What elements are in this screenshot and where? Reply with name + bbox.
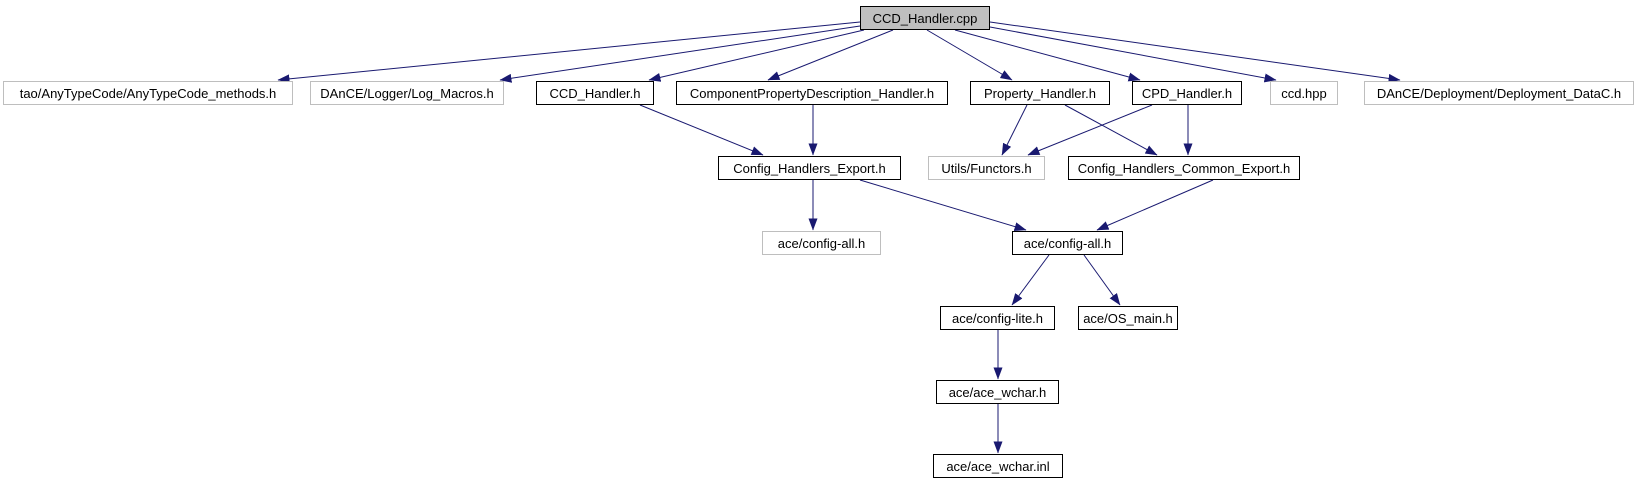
edge-ccd_cpp-to-cpd_handler_h <box>954 29 1141 82</box>
edge-ccd_handler_h-to-handlers_export <box>639 104 764 156</box>
graph-node-label: ace/ace_wchar.h <box>948 384 1047 400</box>
graph-node-os_main[interactable]: ace/OS_main.h <box>1078 306 1178 330</box>
graph-node-label: CCD_Handler.h <box>549 85 641 101</box>
graph-node-ccd_handler_h[interactable]: CCD_Handler.h <box>536 81 654 105</box>
edge-ccd_cpp-to-anytypecode <box>277 21 861 84</box>
edge-ccd_cpp-to-ccd_hpp <box>989 26 1277 83</box>
graph-node-label: Property_Handler.h <box>983 85 1096 101</box>
graph-node-common_export[interactable]: Config_Handlers_Common_Export.h <box>1068 156 1300 180</box>
graph-node-log_macros: DAnCE/Logger/Log_Macros.h <box>310 81 504 105</box>
edge-ccd_cpp-to-comp_prop_desc_h <box>767 29 894 81</box>
graph-node-ace_wchar_inl[interactable]: ace/ace_wchar.inl <box>933 454 1063 478</box>
graph-node-label: CPD_Handler.h <box>1141 85 1233 101</box>
edge-ccd_cpp-to-log_macros <box>499 25 861 83</box>
graph-node-label: Utils/Functors.h <box>941 160 1032 176</box>
graph-node-label: DAnCE/Logger/Log_Macros.h <box>320 85 494 101</box>
graph-node-ace_wchar_h[interactable]: ace/ace_wchar.h <box>936 380 1059 404</box>
edge-common_export-to-config_all <box>1096 179 1214 231</box>
edge-handlers_export-to-config_all <box>859 179 1027 231</box>
graph-node-label: tao/AnyTypeCode/AnyTypeCode_methods.h <box>19 85 277 101</box>
graph-node-label: ace/config-all.h <box>777 235 866 251</box>
edge-ccd_cpp-to-deployment_datac <box>989 21 1401 83</box>
edge-config_all-to-os_main <box>1083 254 1121 306</box>
graph-node-comp_prop_desc_h[interactable]: ComponentPropertyDescription_Handler.h <box>676 81 948 105</box>
edge-property_handler_h-to-common_export <box>1064 104 1158 156</box>
graph-node-label: DAnCE/Deployment/Deployment_DataC.h <box>1376 85 1622 101</box>
graph-node-config_all_leaf: ace/config-all.h <box>762 231 881 255</box>
edge-ccd_cpp-to-ccd_handler_h <box>648 29 865 82</box>
graph-node-label: ccd.hpp <box>1281 85 1327 101</box>
graph-node-property_handler_h[interactable]: Property_Handler.h <box>970 81 1110 105</box>
graph-node-utils_functors: Utils/Functors.h <box>928 156 1045 180</box>
graph-node-label: ace/config-lite.h <box>951 310 1044 326</box>
graph-node-handlers_export[interactable]: Config_Handlers_Export.h <box>718 156 901 180</box>
edge-property_handler_h-to-utils_functors <box>1001 104 1028 156</box>
graph-node-label: CCD_Handler.cpp <box>872 10 978 26</box>
graph-node-label: Config_Handlers_Export.h <box>733 160 886 176</box>
graph-node-cpd_handler_h[interactable]: CPD_Handler.h <box>1132 81 1242 105</box>
edge-cpd_handler_h-to-utils_functors <box>1027 104 1153 156</box>
graph-node-label: ace/OS_main.h <box>1083 310 1173 326</box>
graph-node-label: ace/ace_wchar.inl <box>946 458 1050 474</box>
graph-node-label: ComponentPropertyDescription_Handler.h <box>689 85 935 101</box>
graph-node-config_all[interactable]: ace/config-all.h <box>1012 231 1123 255</box>
graph-node-label: Config_Handlers_Common_Export.h <box>1077 160 1291 176</box>
graph-node-anytypecode: tao/AnyTypeCode/AnyTypeCode_methods.h <box>3 81 293 105</box>
edge-ccd_cpp-to-property_handler_h <box>926 29 1013 81</box>
graph-node-config_lite[interactable]: ace/config-lite.h <box>940 306 1055 330</box>
graph-node-ccd_hpp: ccd.hpp <box>1270 81 1338 105</box>
graph-node-ccd_cpp[interactable]: CCD_Handler.cpp <box>860 6 990 30</box>
graph-node-deployment_datac: DAnCE/Deployment/Deployment_DataC.h <box>1364 81 1634 105</box>
edge-config_all-to-config_lite <box>1011 254 1050 306</box>
graph-node-label: ace/config-all.h <box>1023 235 1112 251</box>
